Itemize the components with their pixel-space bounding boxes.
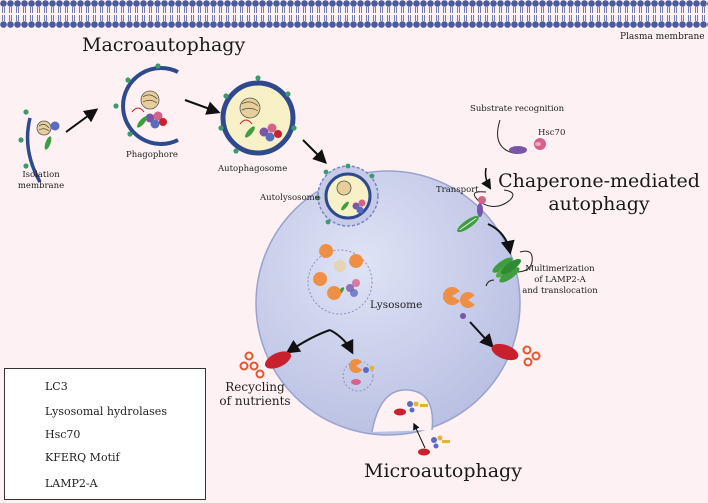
legend-label: Hsc70 <box>45 427 81 441</box>
arrow-to-autophagosome <box>184 99 221 115</box>
legend-item-lamp2a: LAMP2-A <box>13 474 98 492</box>
plasma-membrane-label: Plasma membrane <box>620 32 705 42</box>
cma-transport-complex <box>457 189 514 233</box>
legend-label: LC3 <box>45 379 68 393</box>
legend-item-lc3: LC3 <box>13 377 68 395</box>
lysosome-body <box>255 170 521 436</box>
microautophagy-invagination <box>371 389 434 433</box>
legend-label: LAMP2-A <box>45 476 98 490</box>
arrow-to-phagophore <box>65 108 99 133</box>
recycled-nutrients <box>239 351 292 379</box>
arrow-transport <box>481 167 492 190</box>
legend-item-hsc70: Hsc70 <box>13 425 80 443</box>
lysosomal-hydrolases <box>443 287 477 319</box>
autolysosome-label: Autolysosome <box>260 193 320 203</box>
digestion-vesicle <box>307 244 373 315</box>
isolation-membrane-structure <box>18 109 60 183</box>
arrow-micro-uptake <box>413 422 426 449</box>
microautophagy-title: Microautophagy <box>364 460 522 482</box>
legend-item-kferq: KFERQ Motif <box>13 448 120 466</box>
cma-products <box>491 343 541 367</box>
macroautophagy-title: Macroautophagy <box>82 34 246 56</box>
cma-title: Chaperone-mediated autophagy <box>498 170 700 215</box>
autolysosome-structure <box>315 163 379 227</box>
arrow-to-autolysosome <box>302 139 327 164</box>
substrate-recognition-label: Substrate recognition <box>470 104 565 114</box>
legend-label: KFERQ Motif <box>45 450 120 464</box>
multimerization-label: Multimerization of LAMP2-A and transloca… <box>522 264 598 296</box>
arrow-to-cma-products <box>469 321 494 349</box>
micro-substrate <box>418 435 450 456</box>
plasma-membrane <box>0 0 708 28</box>
phagophore-label: Phagophore <box>126 150 178 160</box>
arrow-to-micro <box>329 329 354 355</box>
hsc70-diagram-label: Hsc70 <box>538 128 566 138</box>
legend-label: Lysosomal hydrolases <box>45 404 167 418</box>
arrow-multimerization <box>487 223 515 255</box>
micro-digestion <box>342 359 375 392</box>
legend-box: LC3 Lysosomal hydrolases Hsc70 KFERQ Mot… <box>4 368 206 500</box>
lysosome-label: Lysosome <box>370 299 423 311</box>
legend-item-hydrolases: Lysosomal hydrolases <box>13 402 167 420</box>
transport-label: Transport <box>436 185 479 195</box>
autophagosome-structure <box>218 75 297 156</box>
isolation-membrane-label: Isolation membrane <box>17 170 65 191</box>
lamp2a-multimer <box>485 250 533 287</box>
autophagosome-label: Autophagosome <box>218 164 288 174</box>
arrow-recycling <box>285 329 331 354</box>
phagophore-structure <box>113 63 179 146</box>
cma-substrate <box>497 119 546 154</box>
recycling-label: Recycling of nutrients <box>219 380 291 408</box>
